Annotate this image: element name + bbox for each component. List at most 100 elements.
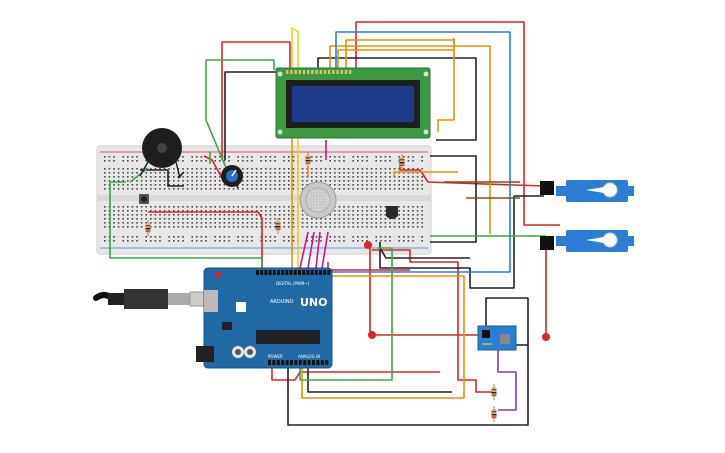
breadboard-hole — [131, 218, 134, 220]
breadboard-hole — [306, 218, 308, 220]
usb-cable[interactable] — [93, 289, 209, 309]
breadboard-hole — [393, 218, 396, 220]
breadboard-hole — [375, 156, 377, 158]
resistor[interactable] — [305, 152, 311, 168]
breadboard-hole — [416, 226, 419, 228]
wire-magenta[interactable] — [299, 231, 309, 269]
breadboard-hole — [182, 210, 184, 212]
breadboard-hole — [104, 172, 106, 174]
breadboard-hole — [265, 226, 267, 228]
breadboard-hole — [380, 176, 382, 178]
wire-magenta[interactable] — [307, 231, 315, 269]
wire-red[interactable] — [221, 41, 291, 160]
resistor[interactable] — [491, 384, 497, 400]
breadboard-hole — [407, 188, 410, 190]
buzzer[interactable] — [139, 128, 182, 179]
lcd-display[interactable] — [275, 67, 431, 139]
wire-red[interactable] — [148, 211, 263, 268]
resistor[interactable] — [399, 154, 405, 170]
wifi-module[interactable] — [477, 325, 517, 351]
breadboard-hole — [196, 210, 198, 212]
breadboard-hole — [320, 156, 322, 158]
wire-black[interactable] — [287, 344, 529, 426]
resistor[interactable] — [491, 406, 497, 422]
temp-sensor[interactable] — [386, 206, 398, 219]
wire-black[interactable] — [317, 57, 477, 141]
resistor[interactable] — [145, 220, 151, 236]
breadboard-hole — [246, 226, 249, 228]
breadboard-hole — [154, 176, 157, 178]
breadboard-hole — [403, 180, 405, 182]
pushbutton[interactable] — [139, 194, 149, 204]
breadboard-hole — [343, 206, 345, 208]
breadboard-hole — [265, 156, 267, 158]
breadboard[interactable] — [96, 145, 432, 255]
breadboard-hole — [311, 160, 313, 162]
breadboard-hole — [329, 184, 331, 186]
wire-black[interactable] — [485, 297, 529, 345]
breadboard-hole — [159, 188, 161, 190]
wire-red[interactable] — [372, 249, 494, 393]
resistor[interactable] — [275, 218, 281, 234]
header-pin — [310, 270, 314, 275]
wire-green[interactable] — [299, 247, 393, 381]
breadboard-hole — [251, 184, 253, 186]
breadboard-hole — [145, 180, 147, 182]
wire-black[interactable] — [430, 155, 477, 243]
breadboard-hole — [145, 210, 147, 212]
wire-black[interactable] — [379, 242, 470, 259]
breadboard-hole — [214, 226, 216, 228]
gas-sensor[interactable] — [299, 181, 337, 219]
wire-orange[interactable] — [345, 39, 455, 132]
breadboard-hole — [168, 226, 170, 228]
breadboard-hole — [403, 236, 405, 238]
breadboard-hole — [237, 236, 239, 238]
breadboard-hole — [136, 156, 138, 158]
breadboard-hole — [191, 214, 193, 216]
breadboard-hole — [343, 214, 345, 216]
breadboard-hole — [416, 218, 419, 220]
breadboard-hole — [320, 222, 322, 224]
wire-black[interactable] — [379, 196, 515, 289]
arduino-board[interactable]: ARDUINO UNO DIGITAL (PWM~) POWER ANALOG … — [196, 267, 333, 369]
wire-orange[interactable] — [393, 171, 458, 176]
wire-magenta[interactable] — [321, 231, 329, 269]
wire-orange[interactable] — [329, 45, 491, 234]
breadboard-hole — [223, 222, 226, 224]
servo-2[interactable] — [540, 230, 634, 252]
breadboard-hole — [269, 188, 272, 190]
wire-green[interactable] — [205, 59, 275, 183]
wire-black[interactable] — [307, 365, 452, 393]
wire-blue[interactable] — [330, 31, 511, 273]
breadboard-hole — [196, 160, 198, 162]
breadboard-hole — [108, 172, 111, 174]
wire-black[interactable] — [224, 71, 276, 160]
wire-yellow[interactable] — [291, 27, 299, 70]
wire-red[interactable] — [355, 21, 560, 226]
breadboard-hole — [407, 214, 410, 216]
wire-black[interactable] — [140, 169, 184, 187]
reset-button[interactable] — [216, 272, 222, 278]
wire-red[interactable] — [271, 362, 440, 381]
wire-magenta[interactable] — [315, 231, 321, 269]
breadboard-hole — [288, 226, 290, 228]
breadboard-hole — [177, 226, 180, 228]
wifi-chip — [482, 330, 490, 338]
breadboard-hole — [182, 180, 184, 182]
breadboard-hole — [324, 180, 327, 182]
breadboard-hole — [140, 184, 143, 186]
servo-1[interactable] — [540, 180, 634, 202]
breadboard-hole — [237, 156, 239, 158]
wire-green[interactable] — [129, 167, 149, 183]
breadboard-hole — [127, 188, 129, 190]
wire-green[interactable] — [109, 181, 263, 268]
breadboard-hole — [357, 160, 359, 162]
wire-purple[interactable] — [497, 345, 517, 411]
potentiometer[interactable] — [221, 165, 243, 187]
breadboard-hole — [251, 156, 253, 158]
breadboard-hole — [200, 226, 203, 228]
lcd-pin — [311, 70, 314, 74]
breadboard-hole — [237, 206, 239, 208]
breadboard-hole — [219, 226, 221, 228]
breadboard-hole — [361, 222, 364, 224]
